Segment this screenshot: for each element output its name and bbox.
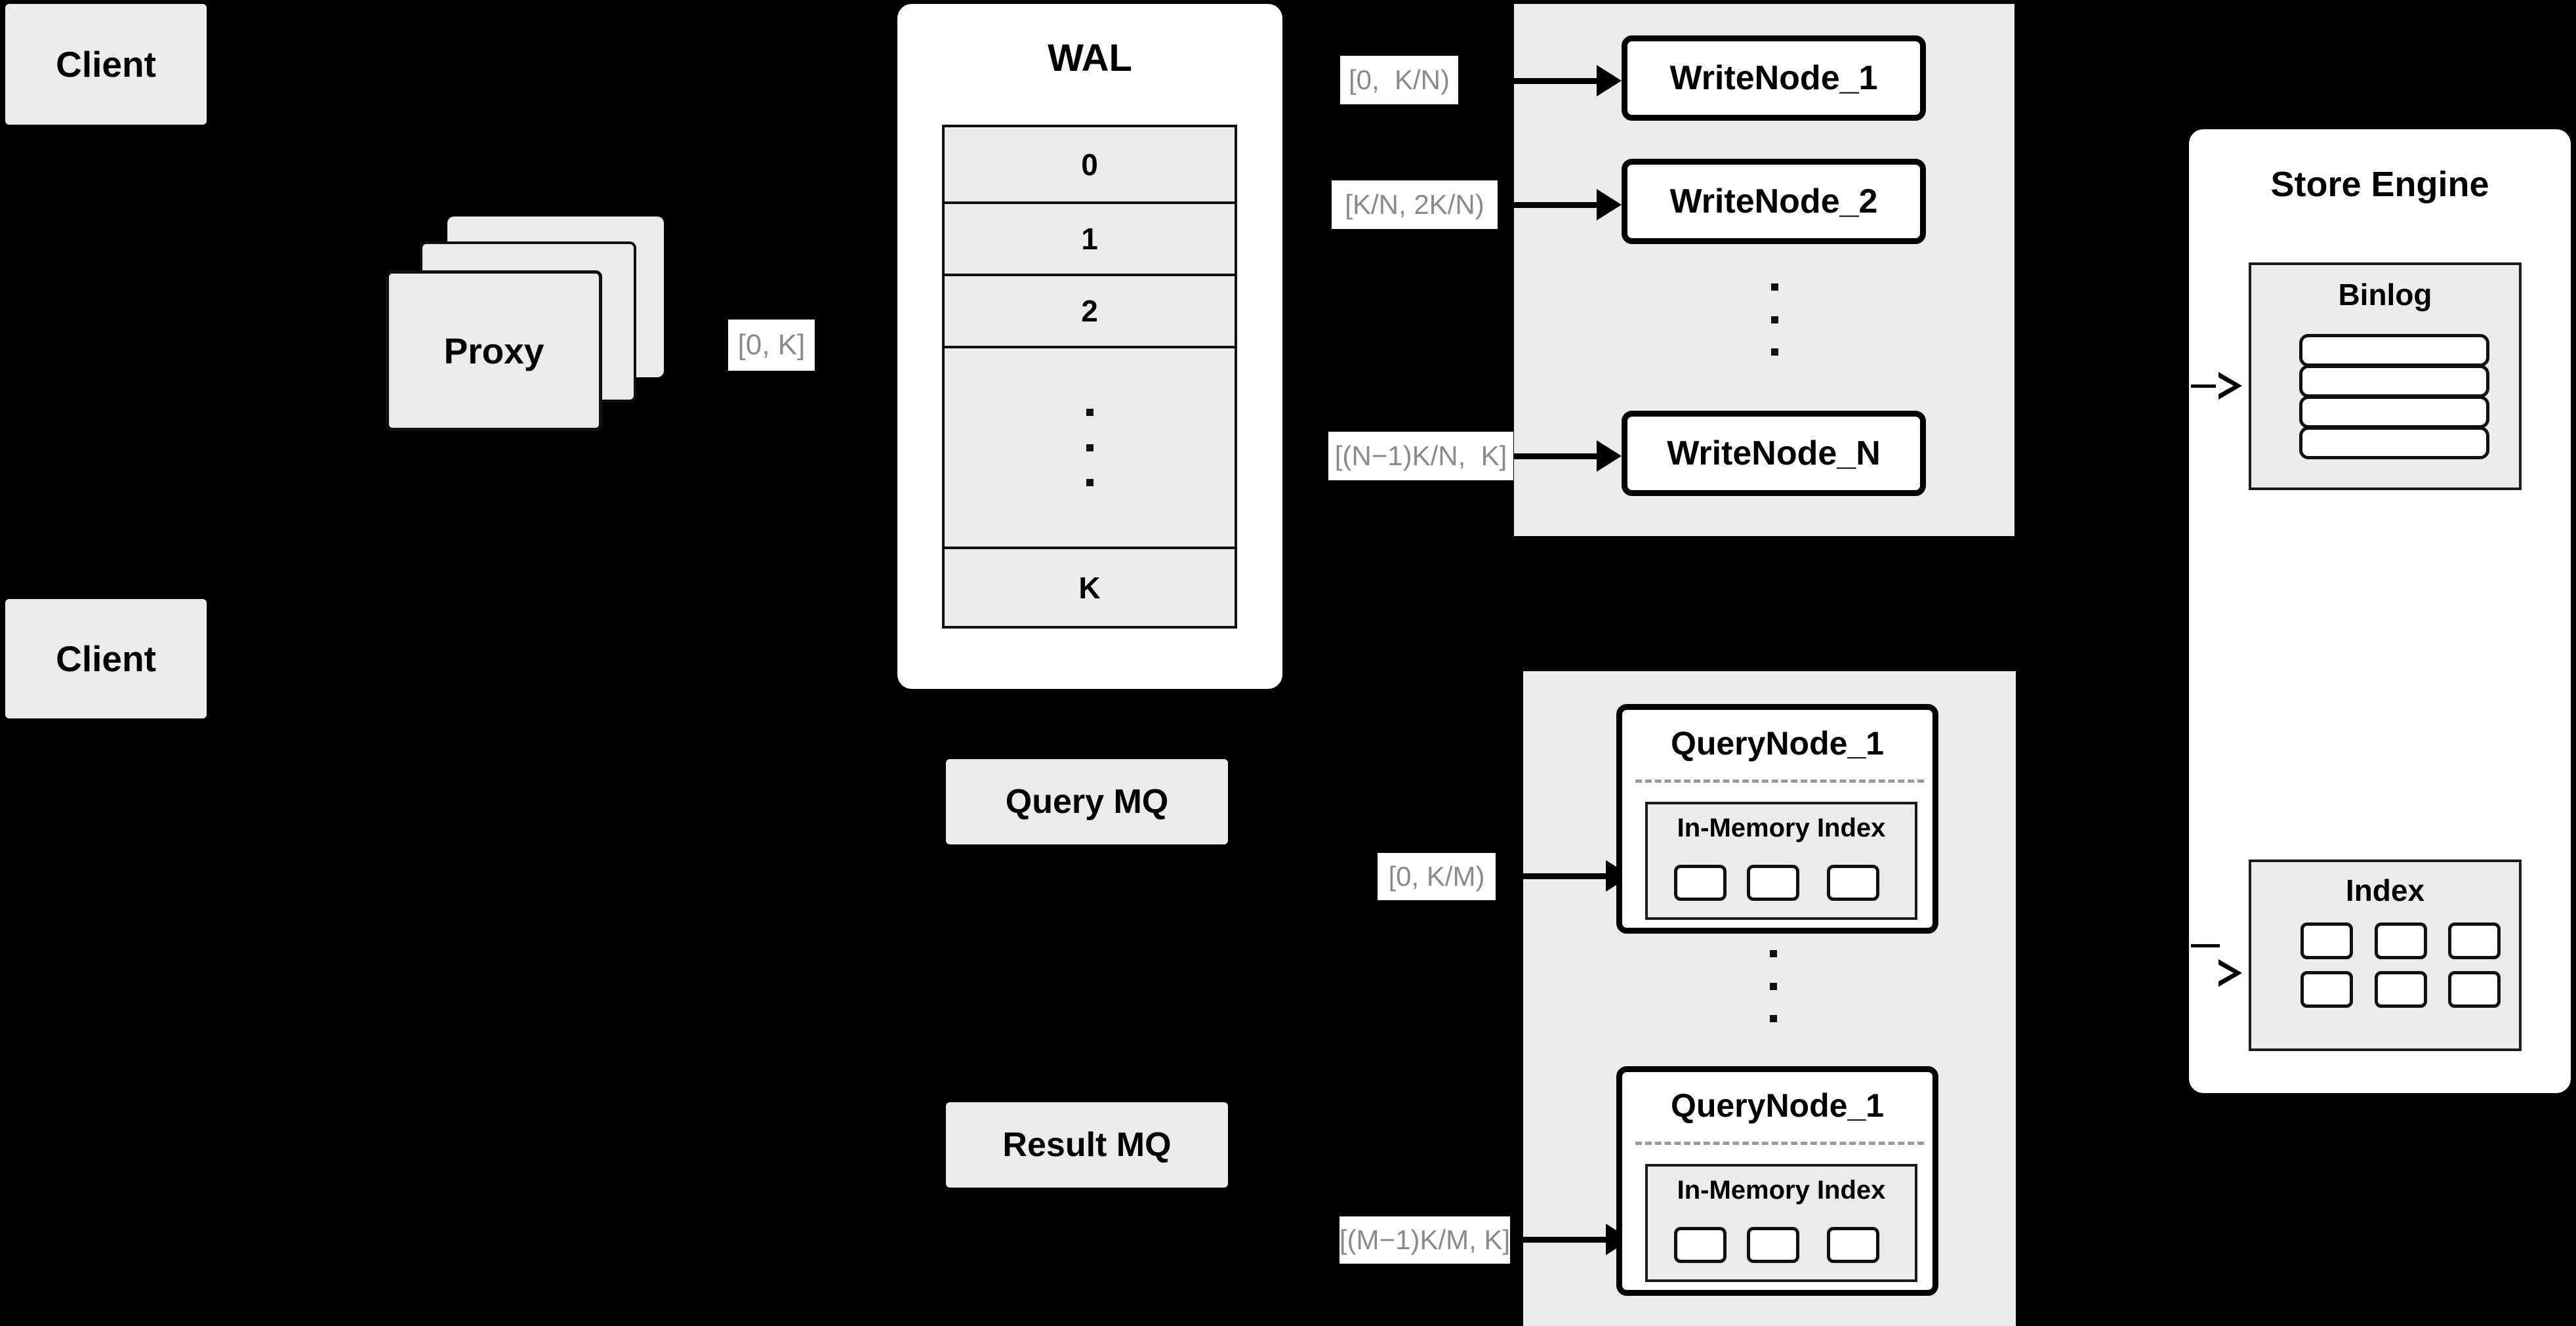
binlog-segment: [2299, 396, 2489, 428]
query-node-m-box[interactable]: QueryNode_1 In-Memory Index: [1616, 1066, 1938, 1296]
store-index-cell: [2300, 922, 2353, 959]
query-node-1-in-memory-index: In-Memory Index: [1645, 802, 1917, 920]
binlog-panel: Binlog: [2249, 262, 2522, 490]
write-node-2-arrow-head-icon: [1597, 189, 1622, 220]
binlog-segment: [2299, 426, 2489, 459]
wal-row-1: 1: [942, 201, 1237, 274]
query-node-1-range-label: [0, K/M): [1378, 853, 1496, 900]
wal-row-k: K: [942, 547, 1237, 629]
query-node-m-range-label: [(M−1)K/M, K]: [1339, 1216, 1510, 1264]
store-index-cell: [2375, 971, 2427, 1008]
store-index-arrow-line: [2191, 944, 2220, 947]
store-index-cell: [2448, 971, 2501, 1008]
index-cell: [1747, 1227, 1799, 1263]
store-index-title: Index: [2345, 873, 2425, 907]
result-mq-box[interactable]: Result MQ: [946, 1102, 1228, 1188]
in-memory-index-title: In-Memory Index: [1677, 1176, 1886, 1205]
index-cell: [1827, 865, 1879, 901]
index-cell: [1747, 865, 1799, 901]
write-node-n-box[interactable]: WriteNode_N: [1622, 411, 1926, 496]
store-engine-title: Store Engine: [2270, 165, 2489, 204]
index-cell: [1827, 1227, 1879, 1263]
wal-title: WAL: [1048, 37, 1132, 79]
write-node-1-arrow-line: [1514, 78, 1599, 84]
wal-vertical-ellipsis-icon: [1086, 409, 1094, 486]
query-node-m-label: QueryNode_1: [1670, 1087, 1885, 1124]
client-box-2[interactable]: Client: [5, 599, 207, 718]
store-index-cell: [2300, 971, 2353, 1008]
client-label: Client: [56, 638, 156, 679]
binlog-segment: [2299, 334, 2489, 367]
query-node-m-in-memory-index: In-Memory Index: [1645, 1164, 1917, 1282]
query-node-1-arrow-line: [1523, 873, 1608, 879]
wal-row-ellipsis: [942, 346, 1237, 547]
proxy-range-label: [0, K]: [728, 320, 815, 371]
write-node-n-range-label: [(N−1)K/N, K]: [1328, 432, 1513, 480]
client-label: Client: [56, 44, 156, 85]
query-node-1-box[interactable]: QueryNode_1 In-Memory Index: [1616, 704, 1938, 934]
query-nodes-vertical-ellipsis-icon: [1769, 950, 1777, 1022]
store-index-panel: Index: [2249, 860, 2522, 1051]
write-node-2-range-label: [K/N, 2K/N): [1332, 180, 1498, 229]
in-memory-index-title: In-Memory Index: [1677, 814, 1886, 842]
index-cell: [1674, 1227, 1727, 1263]
write-node-2-arrow-line: [1514, 202, 1599, 208]
write-node-2-box[interactable]: WriteNode_2: [1622, 159, 1926, 244]
index-cell: [1674, 865, 1727, 901]
binlog-arrow-head-icon: [2216, 372, 2242, 400]
write-node-n-arrow-line: [1514, 453, 1599, 459]
query-node-m-arrow-line: [1523, 1237, 1608, 1243]
client-box-1[interactable]: Client: [5, 4, 207, 125]
store-index-cell: [2375, 922, 2427, 959]
proxy-box[interactable]: Proxy: [386, 270, 602, 431]
binlog-segment: [2299, 365, 2489, 398]
binlog-title: Binlog: [2338, 278, 2432, 312]
proxy-range-text: [0, K]: [737, 329, 806, 361]
wal-row-0: 0: [942, 125, 1237, 201]
write-node-1-range-label: [0, K/N): [1340, 56, 1458, 104]
store-index-arrow-head-icon: [2216, 959, 2242, 987]
write-node-1-arrow-head-icon: [1597, 65, 1622, 96]
store-index-cell: [2448, 922, 2501, 959]
binlog-arrow-line: [2191, 384, 2220, 388]
query-node-1-label: QueryNode_1: [1670, 725, 1885, 762]
proxy-label: Proxy: [443, 330, 544, 371]
query-mq-box[interactable]: Query MQ: [946, 759, 1228, 844]
wal-row-2: 2: [942, 274, 1237, 346]
write-node-n-arrow-head-icon: [1597, 440, 1622, 472]
query-node-m-separator: [1635, 1142, 1924, 1145]
query-node-1-separator: [1635, 779, 1924, 783]
write-node-1-box[interactable]: WriteNode_1: [1622, 35, 1926, 121]
write-nodes-vertical-ellipsis-icon: [1770, 283, 1778, 356]
